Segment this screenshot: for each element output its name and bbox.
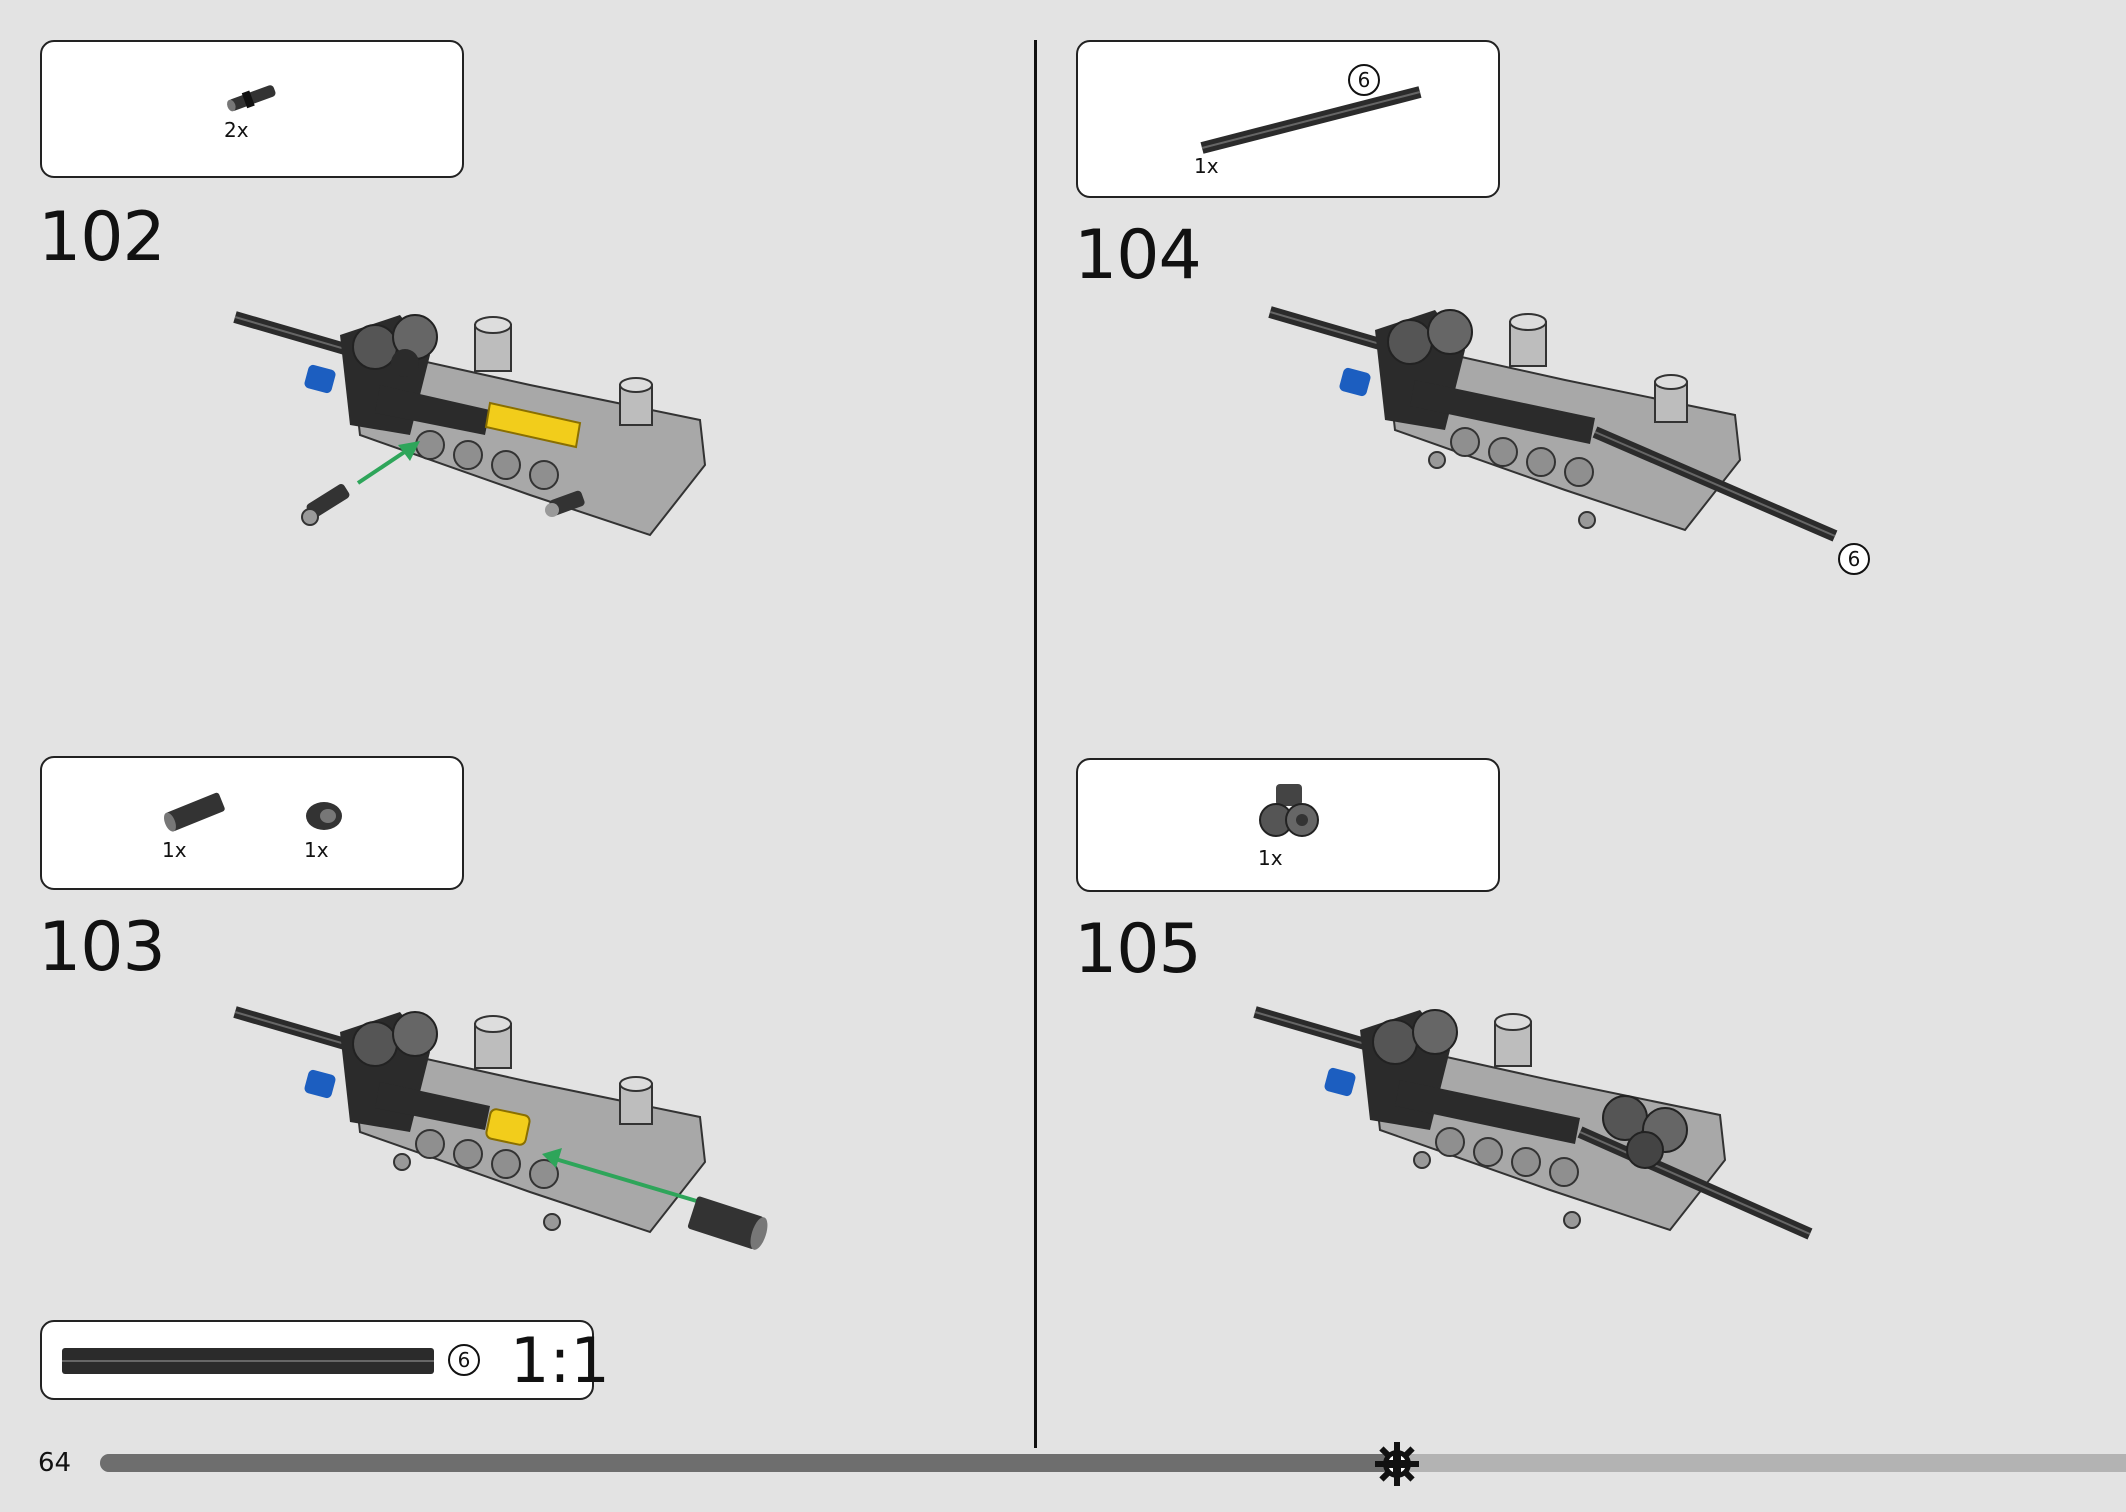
- page-divider: [1034, 40, 1037, 1448]
- assembly-model-step-104: [1268, 306, 1838, 542]
- step-number-103: 103: [38, 908, 166, 987]
- part-quantity: 1x: [162, 838, 187, 862]
- axle-connector-icon: [164, 792, 225, 832]
- assembly-model-step-102: [233, 311, 707, 537]
- build-progress-fill: [100, 1454, 1397, 1472]
- axle-pin-icon: [227, 85, 276, 112]
- step-number-102: 102: [38, 198, 166, 277]
- double-pin-connector-icon: [1259, 784, 1319, 837]
- part-quantity: 1x: [1258, 846, 1283, 870]
- parts-box-step-104: 6 1x: [1076, 40, 1500, 198]
- axle-length-callout: 6: [1348, 64, 1380, 96]
- assembly-model-step-103: [233, 1006, 768, 1250]
- step-number-104: 104: [1074, 216, 1202, 295]
- bushing-icon: [306, 802, 342, 830]
- part-quantity: 2x: [224, 118, 249, 142]
- step-number-105: 105: [1074, 910, 1202, 989]
- parts-box-step-105: 1x: [1076, 758, 1500, 892]
- progress-gear-icon: [1375, 1442, 1419, 1486]
- scale-label: 1:1: [510, 1324, 610, 1397]
- part-quantity: 1x: [1194, 154, 1219, 178]
- part-quantity: 1x: [304, 838, 329, 862]
- model-axle-callout: 6: [1838, 543, 1870, 575]
- parts-box-step-103: 1x 1x: [40, 756, 464, 890]
- assembly-model-step-105: [1253, 1006, 1813, 1240]
- axle-6-icon: [1200, 86, 1422, 154]
- parts-box-step-102: 2x: [40, 40, 464, 178]
- axle-length-callout: 6: [448, 1344, 480, 1376]
- page-number: 64: [38, 1448, 72, 1478]
- scale-guide-box: 6 1:1: [40, 1320, 610, 1400]
- axle-6-scale-icon: [62, 1348, 434, 1374]
